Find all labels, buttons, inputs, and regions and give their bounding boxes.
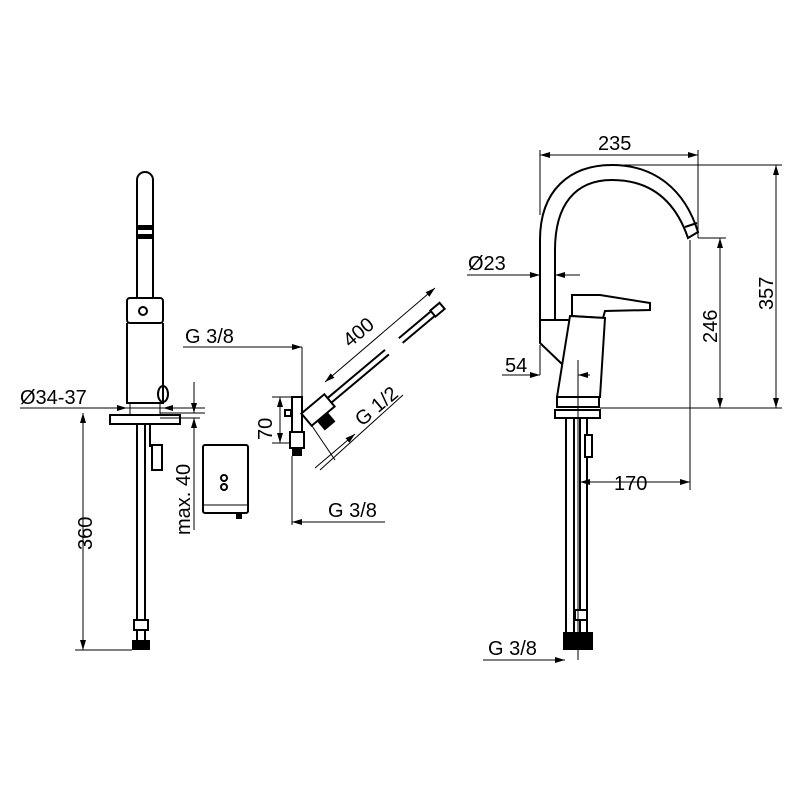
side-view-faucet [109,171,181,650]
height-70-label: 70 [255,418,277,440]
diameter-label: Ø34-37 [20,387,87,409]
front-lever [571,294,651,320]
inlet-top-label: G 3/8 [185,326,234,348]
height-360-label: 360 [75,517,97,550]
side-spout [136,171,154,298]
width-235-label: 235 [598,133,631,155]
front-dimensions: 235 357 246 Ø23 54 170 G 3/8 [467,133,782,663]
inlet-bottom-label: G 3/8 [328,500,377,522]
connection-label: G 3/8 [488,638,537,660]
front-body [555,314,607,398]
side-base-plate [109,414,181,425]
height-357-label: 357 [756,277,778,310]
height-246-label: 246 [700,310,722,343]
hose-thread-label: G 1/2 [351,383,403,431]
reach-170-label: 170 [614,473,647,495]
spout-diameter-label: Ø23 [468,253,506,275]
side-lever-head [126,297,164,324]
hose-length-label: 400 [339,314,379,352]
max-40-label: max. 40 [173,464,195,535]
offset-54-label: 54 [505,355,527,377]
side-dimensions: Ø34-37 360 max. 40 [20,382,205,651]
front-spout [539,163,700,320]
control-box [202,444,249,519]
